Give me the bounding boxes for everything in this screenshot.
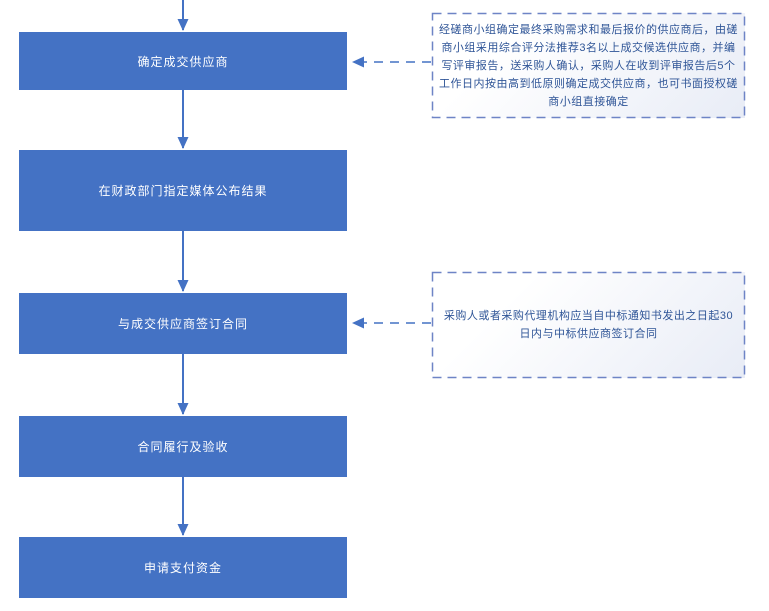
- flow-step-request-payment: 申请支付资金: [19, 537, 347, 598]
- flow-step-publish-results: 在财政部门指定媒体公布结果: [19, 150, 347, 231]
- flow-step-label: 申请支付资金: [143, 561, 222, 575]
- flow-step-label: 与成交供应商签订合同: [117, 317, 248, 331]
- flow-step-contract-performance: 合同履行及验收: [19, 416, 347, 477]
- flow-step-label: 合同履行及验收: [137, 440, 229, 454]
- annotation-note-sign-contract: 采购人或者采购代理机构应当自中标通知书发出之日起30日内与中标供应商签订合同: [432, 272, 745, 378]
- flow-step-sign-contract: 与成交供应商签订合同: [19, 293, 347, 354]
- flow-step-label: 确定成交供应商: [137, 54, 229, 69]
- annotation-note-determine-supplier: 经磋商小组确定最终采购需求和最后报价的供应商后，由磋商小组采用综合评分法推荐3名…: [432, 13, 745, 118]
- annotation-note-text: 采购人或者采购代理机构应当自中标通知书发出之日起30日内与中标供应商签订合同: [443, 310, 734, 340]
- annotation-note-text: 经磋商小组确定最终采购需求和最后报价的供应商后，由磋商小组采用综合评分法推荐3名…: [439, 23, 738, 108]
- flow-step-label: 在财政部门指定媒体公布结果: [98, 184, 268, 198]
- flow-step-determine-supplier: 确定成交供应商: [19, 32, 347, 90]
